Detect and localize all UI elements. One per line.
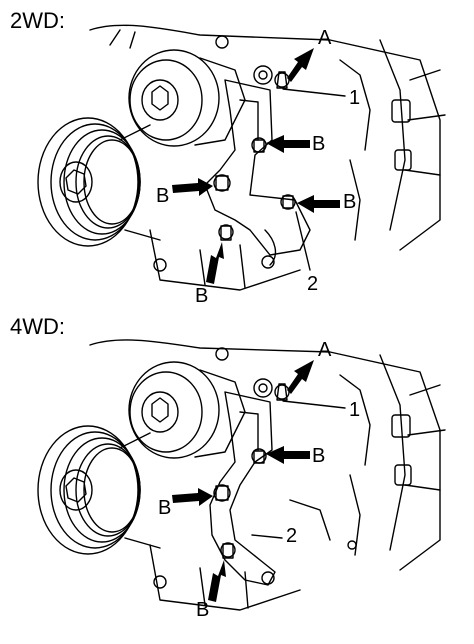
callout-b-upper-2wd: B [312,133,326,155]
arrows-4wd [172,360,314,602]
callout-b-lower-2wd: B [195,285,209,307]
callout-b-left-2wd: B [156,185,170,207]
bolt-a-2wd [274,71,290,89]
diagram-2wd: 2WD: [0,0,474,306]
callout-b-left-4wd: B [158,497,172,519]
tensioner-pulley-4wd [128,361,246,459]
callout-part2-4wd: 2 [286,525,298,547]
heading-2wd: 2WD: [10,8,65,33]
bolt-b-upper-2wd [251,137,267,153]
bolt-b-lower-2wd [218,224,234,241]
callout-a-2wd: A [318,27,332,49]
bolt-b-right-2wd [280,194,296,210]
callout-part1-2wd: 1 [349,87,361,109]
callout-part2-2wd: 2 [307,273,319,295]
callout-part1-4wd: 1 [349,399,361,421]
crank-pulley-4wd [37,425,161,555]
bolt-b-left-4wd [213,484,231,502]
crank-pulley-2wd [37,117,161,247]
heading-4wd: 4WD: [10,314,65,339]
callout-b-right-2wd: B [343,191,357,213]
bolt-b-lower-4wd [220,542,236,559]
diagram-4wd: 4WD: [0,310,474,644]
arrows-2wd [172,48,340,284]
bolt-a-4wd [274,383,290,401]
bolt-b-left-2wd [213,174,231,192]
callout-b-lower-4wd: B [196,599,210,621]
engine-illustration-2wd [37,24,446,291]
callout-b-upper-4wd: B [312,445,326,467]
callout-a-4wd: A [318,339,332,361]
bolt-b-upper-4wd [251,448,267,464]
engine-illustration-4wd [37,339,446,611]
